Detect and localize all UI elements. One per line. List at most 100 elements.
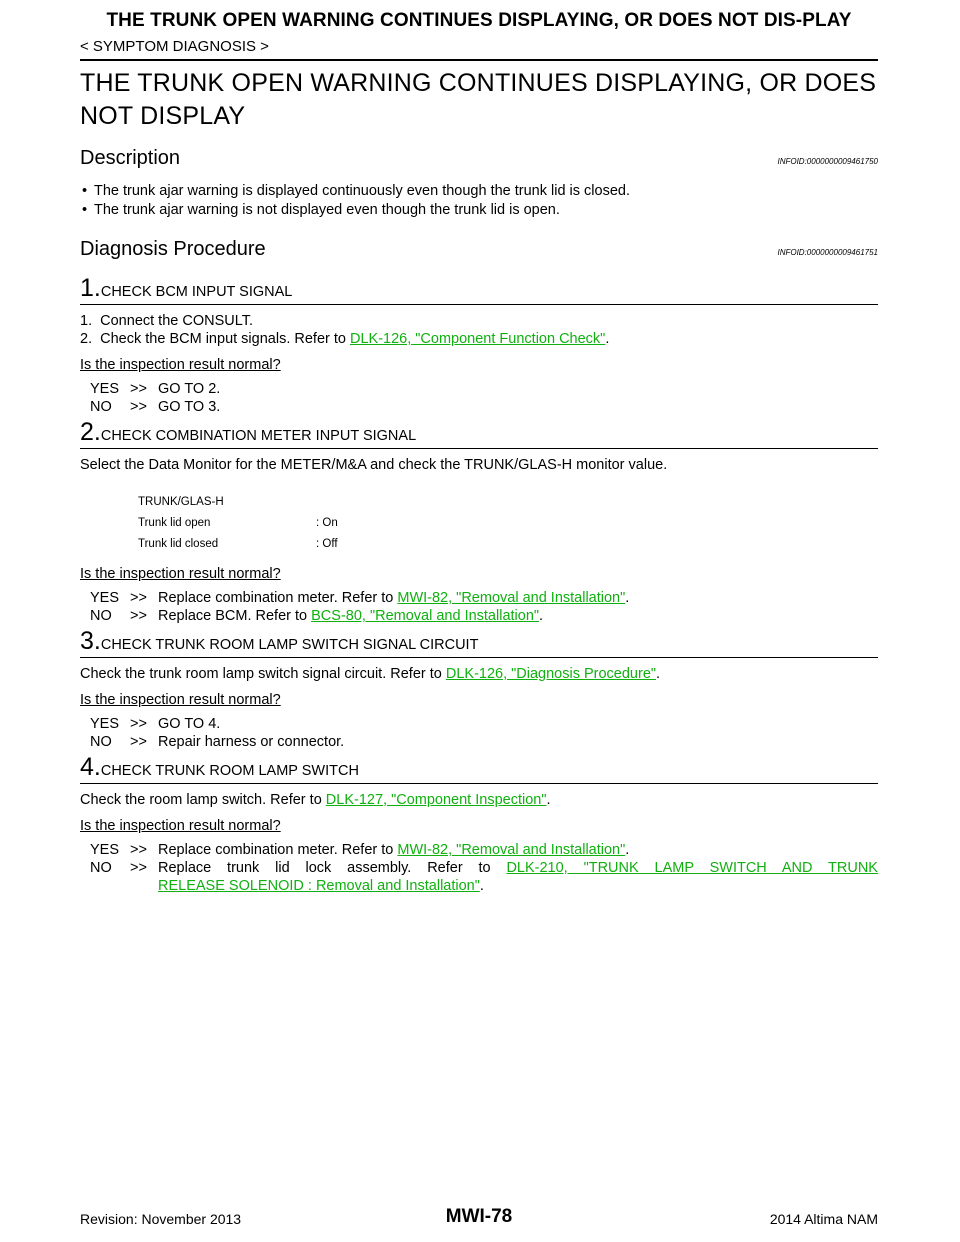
step-rule — [80, 657, 878, 658]
step-text: Check the room lamp switch. Refer to DLK… — [80, 792, 551, 808]
procedure-heading: Diagnosis Procedure INFOID:0000000009461… — [80, 238, 878, 261]
step-2-heading: 2. CHECK COMBINATION METER INPUT SIGNAL — [80, 418, 878, 446]
answer-key: YES — [90, 381, 120, 397]
monitor-item: TRUNK/GLAS-H — [138, 496, 224, 508]
monitor-table: TRUNK/GLAS-H Trunk lid open : On Trunk l… — [138, 492, 878, 555]
answer-value: Repair harness or connector. — [158, 734, 345, 750]
answer-key: YES — [90, 842, 120, 858]
arrow: >> — [130, 590, 147, 606]
monitor-row: Trunk lid open : On — [138, 513, 878, 534]
reference-link[interactable]: DLK-210, "TRUNK LAMP SWITCH AND TRUNK — [506, 860, 878, 876]
answer-yes: YES >> Replace combination meter. Refer … — [90, 589, 878, 607]
step-number: 2. — [80, 418, 101, 446]
list-item: 1. Connect the CONSULT. — [80, 313, 254, 329]
running-header-section: < SYMPTOM DIAGNOSIS > — [80, 38, 269, 55]
answer-value: Replace BCM. Refer to BCS-80, "Removal a… — [158, 608, 544, 624]
arrow: >> — [130, 860, 147, 876]
answers: YES >> Replace combination meter. Refer … — [90, 841, 878, 895]
inspection-question: Is the inspection result normal? — [80, 818, 281, 834]
answers: YES >> Replace combination meter. Refer … — [90, 589, 878, 625]
description-heading: Description INFOID:0000000009461750 — [80, 147, 878, 170]
step-rule — [80, 783, 878, 784]
step-2: 2. CHECK COMBINATION METER INPUT SIGNAL … — [80, 418, 878, 625]
reference-link[interactable]: MWI-82, "Removal and Installation" — [397, 842, 626, 858]
step-text: Select the Data Monitor for the METER/M&… — [80, 457, 668, 473]
answer-value: GO TO 3. — [158, 399, 221, 415]
description-bullets: The trunk ajar warning is displayed cont… — [80, 182, 878, 220]
answers: YES >> GO TO 4. NO >> Repair harness or … — [90, 715, 878, 751]
reference-link[interactable]: BCS-80, "Removal and Installation" — [311, 608, 540, 624]
answer-no: NO >> Repair harness or connector. — [90, 733, 878, 751]
list-item-text: 2. Check the BCM input signals. Refer to — [80, 331, 350, 347]
header-rule — [80, 59, 878, 61]
answer-value: GO TO 2. — [158, 381, 221, 397]
inspection-question: Is the inspection result normal? — [80, 566, 281, 582]
answer-yes: YES >> Replace combination meter. Refer … — [90, 841, 878, 859]
answer-key: NO — [90, 860, 112, 876]
answer-no: NO >> GO TO 3. — [90, 398, 878, 416]
reference-link[interactable]: RELEASE SOLENOID : Removal and Installat… — [158, 878, 480, 894]
list-item: 2. Check the BCM input signals. Refer to… — [80, 330, 878, 348]
step-title: CHECK BCM INPUT SIGNAL — [100, 284, 293, 300]
answer-key: YES — [90, 716, 120, 732]
arrow: >> — [130, 608, 147, 624]
step-4: 4. CHECK TRUNK ROOM LAMP SWITCH Check th… — [80, 753, 878, 895]
page-number: MWI-78 — [445, 1206, 513, 1227]
page: THE TRUNK OPEN WARNING CONTINUES DISPLAY… — [80, 0, 878, 1242]
description-title: Description — [80, 147, 181, 169]
answer-yes: YES >> GO TO 2. — [90, 380, 878, 398]
step-number: 1. — [80, 274, 101, 302]
step-number: 3. — [80, 627, 101, 655]
step-number: 4. — [80, 753, 101, 781]
answer-value: Replace combination meter. Refer to MWI-… — [158, 590, 630, 606]
reference-link[interactable]: DLK-126, "Diagnosis Procedure" — [445, 666, 657, 682]
procedure-title: Diagnosis Procedure — [80, 238, 266, 260]
description-bullet: The trunk ajar warning is displayed cont… — [80, 182, 878, 201]
answer-line: RELEASE SOLENOID : Removal and Installat… — [158, 878, 484, 894]
answer-no: NO >> Replace BCM. Refer to BCS-80, "Rem… — [90, 607, 878, 625]
step-rule — [80, 304, 878, 305]
reference-link[interactable]: MWI-82, "Removal and Installation" — [397, 590, 626, 606]
monitor-condition: Trunk lid open — [138, 517, 211, 529]
step-4-heading: 4. CHECK TRUNK ROOM LAMP SWITCH — [80, 753, 878, 781]
step-rule — [80, 448, 878, 449]
answer-key: NO — [90, 608, 112, 624]
step-1-heading: 1. CHECK BCM INPUT SIGNAL — [80, 274, 878, 302]
reference-link[interactable]: DLK-127, "Component Inspection" — [325, 792, 547, 808]
step-text: Check the trunk room lamp switch signal … — [80, 666, 661, 682]
answer-line: Replace trunk lid lock assembly. Refer t… — [158, 860, 878, 876]
answer-key: NO — [90, 399, 112, 415]
answer-key: NO — [90, 734, 112, 750]
reference-link[interactable]: DLK-126, "Component Function Check" — [350, 331, 606, 347]
answer-value: Replace trunk lid lock assembly. Refer t… — [158, 859, 878, 895]
step-3-heading: 3. CHECK TRUNK ROOM LAMP SWITCH SIGNAL C… — [80, 627, 878, 655]
answer-no: NO >> Replace trunk lid lock assembly. R… — [90, 859, 878, 895]
step-title: CHECK TRUNK ROOM LAMP SWITCH SIGNAL CIRC… — [100, 637, 479, 653]
inspection-question: Is the inspection result normal? — [80, 357, 281, 373]
monitor-value: : On — [316, 517, 338, 529]
running-header-title: THE TRUNK OPEN WARNING CONTINUES DISPLAY… — [106, 10, 852, 31]
answer-value: Replace combination meter. Refer to MWI-… — [158, 842, 630, 858]
monitor-row: Trunk lid closed : Off — [138, 534, 878, 555]
answer-key: YES — [90, 590, 120, 606]
procedure-infoid: INFOID:0000000009461751 — [777, 248, 878, 257]
step-1: 1. CHECK BCM INPUT SIGNAL 1. Connect the… — [80, 274, 878, 416]
arrow: >> — [130, 381, 147, 397]
period: . — [605, 331, 610, 347]
arrow: >> — [130, 716, 147, 732]
step-3: 3. CHECK TRUNK ROOM LAMP SWITCH SIGNAL C… — [80, 627, 878, 751]
model-name: 2014 Altima NAM — [769, 1211, 878, 1227]
arrow: >> — [130, 734, 147, 750]
page-title: THE TRUNK OPEN WARNING CONTINUES DISPLAY… — [80, 69, 877, 130]
step-1-list: 1. Connect the CONSULT. 2. Check the BCM… — [80, 312, 878, 348]
monitor-value: : Off — [316, 538, 338, 550]
description-infoid: INFOID:0000000009461750 — [777, 157, 878, 166]
revision-date: Revision: November 2013 — [80, 1211, 242, 1227]
description-bullet: The trunk ajar warning is not displayed … — [80, 201, 878, 220]
arrow: >> — [130, 842, 147, 858]
page-footer: Revision: November 2013 MWI-78 2014 Alti… — [80, 1206, 878, 1232]
answer-yes: YES >> GO TO 4. — [90, 715, 878, 733]
step-title: CHECK TRUNK ROOM LAMP SWITCH — [100, 763, 359, 779]
inspection-question: Is the inspection result normal? — [80, 692, 281, 708]
answers: YES >> GO TO 2. NO >> GO TO 3. — [90, 380, 878, 416]
